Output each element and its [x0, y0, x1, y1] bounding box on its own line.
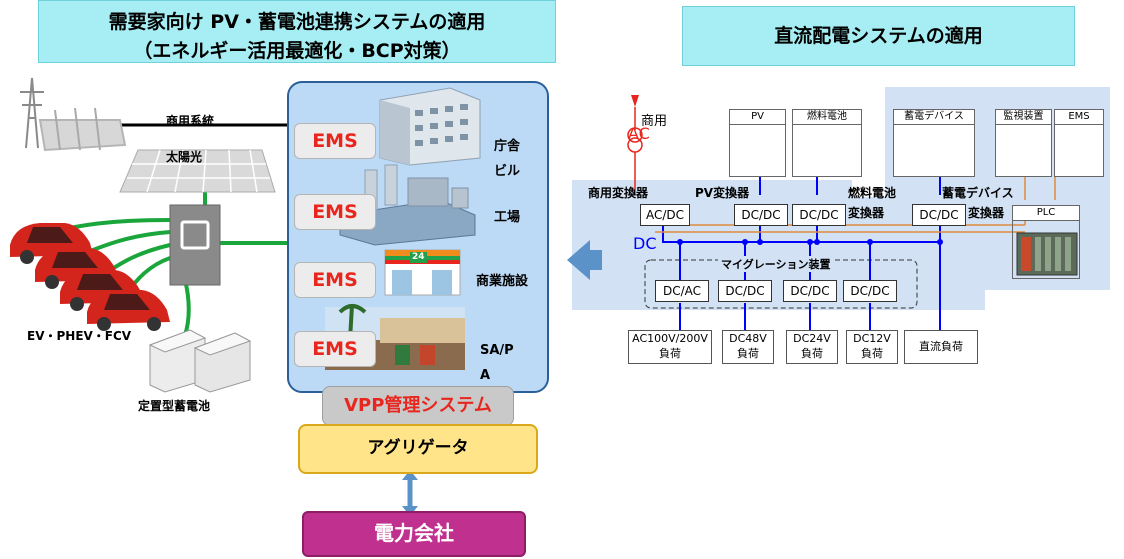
conv-commercial-label: 商用変換器 — [588, 186, 649, 200]
power-conditioner-icon — [169, 204, 221, 286]
monitor-device-box: 監視装置 — [995, 109, 1052, 177]
power-company-label: 電力会社 — [374, 521, 454, 545]
load-dc-general: 直流負荷 — [904, 330, 978, 364]
right-title: 直流配電システムの適用 — [682, 6, 1075, 66]
ems-badge-office: EMS — [294, 123, 376, 159]
service-area-photo — [325, 304, 465, 370]
load-dc24: DC24V 負荷 — [786, 330, 838, 364]
store-sign: 24 — [410, 252, 427, 263]
vpp-label: VPP管理システム — [344, 395, 492, 416]
right-title-text: 直流配電システムの適用 — [774, 25, 983, 47]
facility-commercial: 商業施設 — [476, 274, 529, 289]
converter-fuel-dc-dc: DC/DC — [792, 204, 846, 226]
ems-badge-commercial: EMS — [294, 262, 376, 298]
converter-pv-dc-dc: DC/DC — [734, 204, 788, 226]
fuel-cell-device-label: 燃料電池 — [793, 110, 861, 125]
load-dc48: DC48V 負荷 — [722, 330, 774, 364]
ev-label: EV・PHEV・FCV — [27, 329, 132, 343]
office-building-icon — [379, 87, 481, 166]
load-ac-line1: AC100V/200V — [632, 332, 708, 345]
converter-ac-dc: AC/DC — [640, 204, 690, 226]
facility-sapa-line2: A — [480, 368, 491, 383]
bidirectional-arrow-icon — [402, 470, 418, 516]
power-company-box: 電力会社 — [302, 511, 526, 557]
aggregator-label: アグリゲータ — [367, 438, 469, 458]
left-arrow-icon — [567, 240, 602, 280]
facility-factory: 工場 — [494, 210, 521, 225]
migration-dc-dc-24: DC/DC — [783, 280, 837, 302]
conv-pv-label: PV変換器 — [695, 186, 750, 200]
conv-fuel-line2: 変換器 — [848, 206, 885, 220]
ems-device-label: EMS — [1055, 110, 1103, 125]
grid-label: 商用系統 — [166, 114, 215, 128]
load-dc12-line2: 負荷 — [861, 347, 883, 360]
conv-fuel-line1: 燃料電池 — [848, 186, 897, 200]
storage-device-box: 蓄電デバイス — [893, 109, 975, 177]
migration-dc-ac: DC/AC — [655, 280, 709, 302]
left-title-line2: （エネルギー活用最適化・BCP対策） — [133, 40, 461, 62]
transmission-tower-icon — [20, 77, 127, 152]
conv-storage-line2: 変換器 — [968, 206, 1005, 220]
load-dc48-line1: DC48V — [729, 332, 767, 345]
facility-sapa-line1: SA/P — [480, 343, 514, 358]
ev-car-icon — [10, 223, 170, 331]
conv-storage-line1: 蓄電デバイス — [942, 186, 1014, 200]
battery-label: 定置型蓄電池 — [138, 399, 211, 413]
load-dc48-line2: 負荷 — [737, 347, 759, 360]
solar-panel-icon — [119, 149, 276, 193]
pv-device-box: PV — [729, 109, 786, 177]
facility-office-line1: 庁舎 — [494, 139, 521, 154]
plc-label: PLC — [1013, 206, 1079, 221]
load-dc12: DC12V 負荷 — [846, 330, 898, 364]
fuel-cell-device-box: 燃料電池 — [792, 109, 862, 177]
storage-device-label: 蓄電デバイス — [894, 110, 974, 125]
left-title-line1: 需要家向け PV・蓄電池連携システムの適用 — [108, 11, 486, 33]
vpp-management-system: VPP管理システム — [322, 386, 514, 426]
migration-dc-dc-48: DC/DC — [718, 280, 772, 302]
plc-device-icon — [1016, 232, 1078, 276]
dc-label: DC — [633, 234, 657, 253]
load-dc24-line2: 負荷 — [801, 347, 823, 360]
solar-label: 太陽光 — [166, 150, 203, 164]
load-ac: AC100V/200V 負荷 — [628, 330, 712, 364]
ems-badge-service-area: EMS — [294, 331, 376, 367]
ac-label: AC — [628, 124, 650, 143]
load-dc12-line1: DC12V — [853, 332, 891, 345]
load-dc-general-line1: 直流負荷 — [919, 340, 963, 353]
load-ac-line2: 負荷 — [659, 347, 681, 360]
pv-device-label: PV — [730, 110, 785, 125]
transformer-icon — [627, 95, 643, 195]
commercial-label: 商用 — [641, 114, 668, 129]
monitor-device-label: 監視装置 — [996, 110, 1051, 125]
left-title: 需要家向け PV・蓄電池連携システムの適用 （エネルギー活用最適化・BCP対策） — [38, 0, 556, 63]
stationary-battery-icon — [148, 329, 252, 393]
facility-office-line2: ビル — [494, 164, 521, 179]
aggregator-box: アグリゲータ — [298, 424, 538, 474]
ems-device-box: EMS — [1054, 109, 1104, 177]
migration-label: マイグレーション装置 — [718, 256, 834, 272]
left-graphics — [10, 77, 549, 516]
converter-storage-dc-dc: DC/DC — [912, 204, 966, 226]
load-dc24-line1: DC24V — [793, 332, 831, 345]
plc-box: PLC — [1012, 205, 1080, 279]
migration-dc-dc-12: DC/DC — [843, 280, 897, 302]
ems-badge-factory: EMS — [294, 194, 376, 230]
